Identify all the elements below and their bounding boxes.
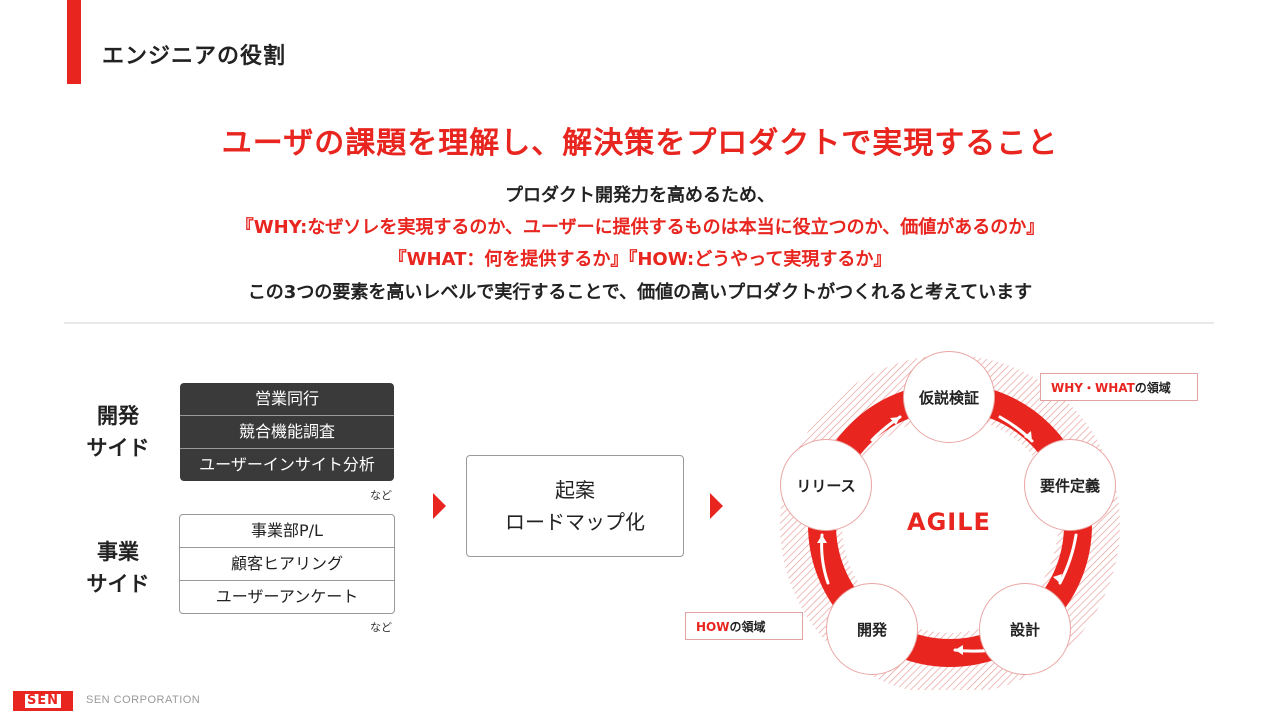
- list-item: 競合機能調査: [180, 415, 394, 448]
- intro-line-why: 『WHY:なぜソレを実現するのか、ユーザーに提供するものは本当に役立つのか、価値…: [235, 217, 1045, 238]
- list-item: 顧客ヒアリング: [180, 547, 394, 580]
- proposal-box: 起案 ロードマップ化: [466, 455, 684, 557]
- dev-side-label-line2: サイド: [86, 436, 150, 460]
- how-callout-suffix: の領域: [729, 620, 766, 634]
- why-what-callout: WHY・WHATの領域: [1040, 373, 1198, 401]
- intro-line-1: プロダクト開発力を高めるため、: [505, 185, 775, 206]
- biz-side-label-line1: 事業: [97, 540, 139, 564]
- headline: ユーザの課題を理解し、解決策をプロダクトで実現すること: [221, 126, 1059, 161]
- how-callout: HOWの領域: [685, 612, 803, 640]
- biz-side-label: 事業 サイド: [78, 536, 158, 600]
- list-item: ユーザーアンケート: [180, 580, 394, 613]
- biz-side-list: 事業部P/L 顧客ヒアリング ユーザーアンケート: [179, 514, 395, 614]
- cycle-node-requirements: 要件定義: [1024, 439, 1116, 531]
- cycle-node-development: 開発: [826, 583, 918, 675]
- cycle-node-release: リリース: [780, 439, 872, 531]
- biz-side-label-line2: サイド: [86, 572, 150, 596]
- list-item: 営業同行: [254, 389, 319, 408]
- intro-line-conclusion: この3つの要素を高いレベルで実行することで、価値の高いプロダクトがつくれると考え…: [247, 282, 1033, 303]
- page-title: エンジニアの役割: [102, 44, 287, 69]
- why-what-callout-highlight: WHY・WHAT: [1051, 381, 1135, 395]
- section-divider: [64, 322, 1214, 324]
- biz-side-note: など: [370, 621, 392, 634]
- how-callout-highlight: HOW: [696, 620, 730, 634]
- list-item: 事業部P/L: [251, 521, 323, 540]
- list-item: ユーザーインサイト分析: [180, 448, 394, 481]
- cycle-node-hypothesis: 仮説検証: [903, 351, 995, 443]
- dev-side-label-line1: 開発: [97, 404, 139, 428]
- intro-line-what-how: 『WHAT：何を提供するか』『HOW:どうやって実現するか』: [388, 249, 892, 270]
- agile-center-label: AGILE: [907, 508, 991, 536]
- logo-text: SEN: [24, 693, 62, 708]
- agile-cycle-diagram: 仮説検証 要件定義 設計 開発 リリース AGILE: [760, 345, 1140, 690]
- why-what-callout-suffix: の領域: [1134, 381, 1171, 395]
- arrow-right-icon: [710, 493, 723, 519]
- proposal-line2: ロードマップ化: [505, 510, 645, 534]
- title-accent-bar: [67, 0, 81, 84]
- company-logo: SEN: [13, 691, 73, 711]
- dev-side-label: 開発 サイド: [78, 400, 158, 464]
- proposal-line1: 起案: [555, 478, 595, 502]
- dev-side-note: など: [370, 489, 392, 502]
- arrow-right-icon: [433, 493, 446, 519]
- cycle-node-design: 設計: [979, 583, 1071, 675]
- dev-side-list: 営業同行 競合機能調査 ユーザーインサイト分析: [180, 383, 394, 481]
- company-name: SEN CORPORATION: [86, 694, 201, 706]
